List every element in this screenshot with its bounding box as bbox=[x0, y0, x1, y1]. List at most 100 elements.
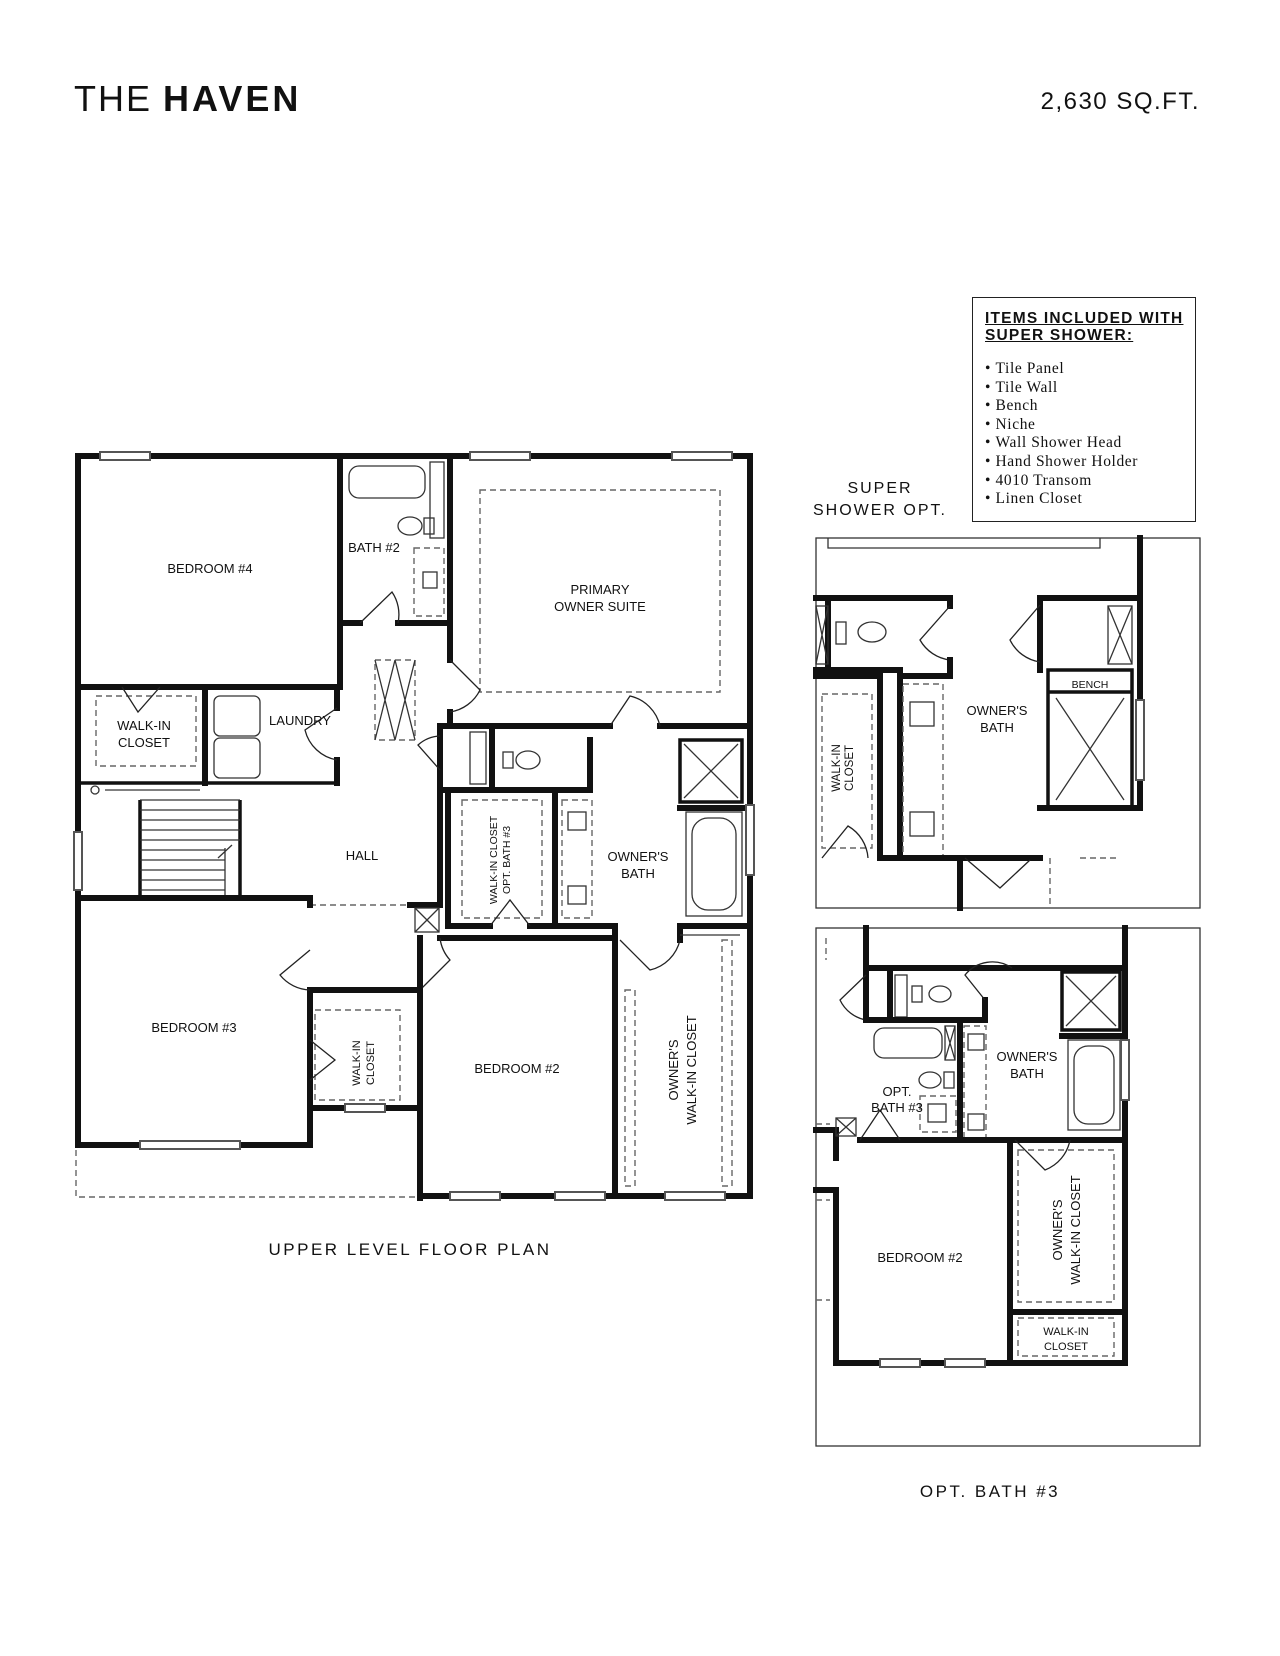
closet-shelf bbox=[314, 1009, 401, 1101]
window bbox=[745, 804, 755, 876]
dryer bbox=[213, 737, 261, 779]
label-hall: HALL bbox=[346, 848, 379, 863]
closet-shelf bbox=[721, 939, 733, 1187]
label-owners-bath-line1: OWNER'S bbox=[608, 849, 669, 864]
label-bedroom2: BEDROOM #2 bbox=[474, 1061, 559, 1076]
window bbox=[554, 1191, 606, 1201]
window bbox=[139, 1140, 241, 1150]
super-shower-caption: SUPER SHOWER OPT. bbox=[810, 478, 950, 522]
label-owners-wic-line1: OWNER'S bbox=[666, 1039, 681, 1100]
staircase bbox=[140, 799, 240, 898]
window bbox=[449, 1191, 501, 1201]
legend-item: Wall Shower Head bbox=[985, 434, 1195, 453]
bath2-wall bbox=[337, 453, 363, 626]
closet-shelf bbox=[461, 799, 543, 919]
sink bbox=[567, 811, 587, 831]
bath3-door bbox=[859, 1108, 901, 1141]
tub-deck bbox=[685, 811, 743, 917]
closet-shelf bbox=[95, 695, 197, 767]
square-footage: 2,630 SQ.FT. bbox=[1040, 88, 1200, 115]
inset-label-walkin-line2: CLOSET bbox=[844, 745, 856, 791]
inset-door bbox=[964, 857, 1031, 889]
super-shower-caption-line2: SHOWER OPT. bbox=[812, 502, 947, 519]
window bbox=[671, 451, 733, 461]
inset-label-owners-bath-line1: OWNER'S bbox=[967, 703, 1028, 718]
bedroom3-door bbox=[279, 949, 311, 991]
vanity bbox=[902, 683, 944, 859]
wc-bottom-wall bbox=[437, 737, 593, 793]
label-wic-bath3-line1: WALK-IN CLOSET bbox=[488, 815, 500, 904]
chase bbox=[835, 1117, 857, 1137]
window bbox=[879, 1358, 921, 1368]
title-prefix: THE bbox=[74, 78, 152, 119]
closet-outline bbox=[1049, 857, 1118, 908]
inset-label-bench: BENCH bbox=[1072, 679, 1109, 691]
label-wic2-line1: WALK-IN bbox=[351, 1040, 363, 1085]
washer bbox=[213, 695, 261, 737]
inset2-label-owners-wic-line1: OWNER'S bbox=[1050, 1199, 1065, 1260]
label-laundry: LAUNDRY bbox=[269, 713, 331, 728]
bath3-top-wall bbox=[863, 997, 988, 1023]
bathtub bbox=[873, 1027, 943, 1059]
sink bbox=[909, 811, 935, 837]
shower bbox=[1060, 970, 1122, 1032]
inset2-label-owners-bath-line2: BATH bbox=[1010, 1066, 1044, 1081]
owners-wic-door bbox=[619, 939, 681, 971]
closet-shelf bbox=[624, 989, 636, 1187]
chase-x bbox=[835, 1117, 857, 1137]
title-name: HAVEN bbox=[163, 78, 302, 119]
wic-bath3-wall bbox=[445, 787, 493, 929]
stair-wall-left bbox=[78, 800, 142, 900]
tray-ceiling bbox=[479, 489, 721, 693]
legend-heading-line2: SUPER SHOWER: bbox=[985, 327, 1134, 344]
shower-drain-lines bbox=[1055, 697, 1125, 801]
linen-shelf bbox=[429, 461, 445, 539]
inset-wall bbox=[1037, 595, 1143, 811]
shower-drain-lines bbox=[1065, 975, 1117, 1027]
hall-bath-wall bbox=[437, 723, 453, 793]
attic-hatch-x bbox=[374, 659, 416, 741]
chase bbox=[414, 907, 440, 933]
inset2-label-owners-wic-line2: WALK-IN CLOSET bbox=[1068, 1175, 1083, 1284]
closet-shelf bbox=[1017, 1317, 1115, 1357]
sink bbox=[567, 885, 587, 905]
inset2-label-opt-bath-line2: BATH #3 bbox=[871, 1100, 923, 1115]
bath-door bbox=[964, 961, 1013, 1001]
legend-item: Hand Shower Holder bbox=[985, 453, 1195, 472]
shower-area-door bbox=[1009, 604, 1041, 663]
bath2-wall-right bbox=[395, 453, 453, 626]
wic2-top-wall bbox=[307, 987, 423, 1003]
niche-shelf bbox=[1107, 605, 1133, 665]
window bbox=[1135, 699, 1145, 781]
bedroom4-wall bbox=[75, 620, 343, 690]
sink bbox=[927, 1103, 947, 1123]
sink bbox=[422, 571, 438, 589]
label-walkin-line2: CLOSET bbox=[118, 735, 170, 750]
window bbox=[99, 451, 151, 461]
inset2-label-owners-bath-line1: OWNER'S bbox=[997, 1049, 1058, 1064]
inset2-label-opt-bath-line1: OPT. bbox=[883, 1084, 912, 1099]
super-shower-caption-line1: SUPER bbox=[847, 480, 913, 497]
toilet-tank bbox=[502, 751, 514, 769]
window bbox=[664, 1191, 726, 1201]
wc-door bbox=[839, 974, 867, 1021]
opt-bath3-inset: OWNER'S BATH OPT. BATH #3 BEDROOM #2 OWN… bbox=[813, 925, 1201, 1447]
vanity bbox=[919, 1095, 957, 1133]
porch-outline bbox=[75, 1140, 420, 1198]
plan-title: THE HAVEN bbox=[74, 78, 301, 120]
toilet bbox=[928, 985, 952, 1003]
label-primary-line2: OWNER SUITE bbox=[554, 599, 646, 614]
laundry-door bbox=[304, 707, 338, 761]
niche-x bbox=[1107, 605, 1133, 665]
label-bath2: BATH #2 bbox=[348, 540, 400, 555]
toilet bbox=[515, 750, 541, 770]
wic2-door bbox=[309, 1039, 337, 1081]
ceiling-line bbox=[827, 538, 1101, 549]
shower bbox=[678, 738, 744, 804]
label-wic-bath3-line2: OPT. BATH #3 bbox=[501, 826, 513, 894]
window bbox=[469, 451, 531, 461]
toilet bbox=[918, 1071, 942, 1089]
label-owners-bath-line2: BATH bbox=[621, 866, 655, 881]
inset-label-walkin-line1: WALK-IN bbox=[831, 744, 843, 792]
window bbox=[344, 1103, 386, 1113]
